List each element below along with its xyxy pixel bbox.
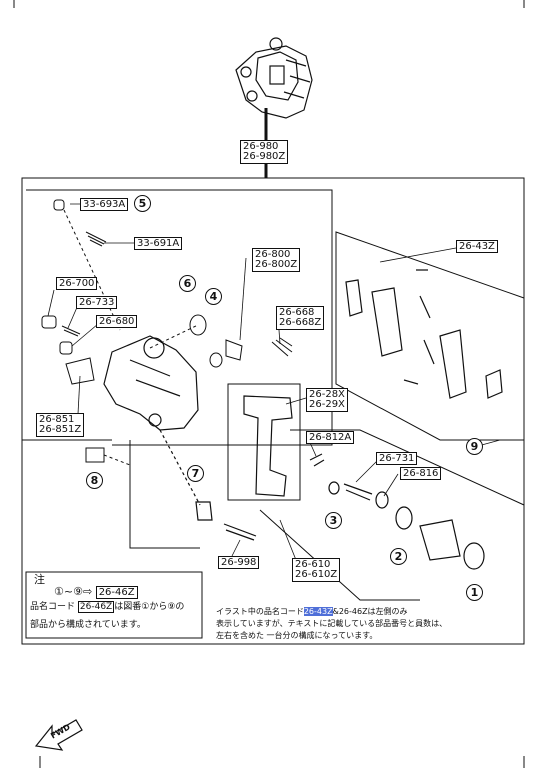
note-line-1: イラスト中の品名コード26-43Z&26-46Zは左側のみ <box>216 606 408 617</box>
bleeder-screw-illustration <box>53 199 121 331</box>
lower-frame <box>129 440 200 549</box>
part-label-26-680: 26-680 <box>96 315 138 328</box>
assembly-label: 26-980 26-980Z <box>240 140 289 164</box>
callout-9: 9 <box>466 438 483 455</box>
note-post: &26-46Zは左側のみ <box>332 607 408 616</box>
piston-frame <box>290 429 525 590</box>
lower-frame-2 <box>259 509 420 601</box>
legend-to-2: ⑨ <box>167 602 176 612</box>
part-label-26-733: 26-733 <box>76 296 118 309</box>
part-code: 26-668 <box>279 307 315 318</box>
guide-pin-parts <box>41 315 131 466</box>
legend-kara: から <box>149 602 168 612</box>
note-pre: イラスト中の品名コード <box>216 607 304 616</box>
part-label-26-700: 26-700 <box>56 277 98 290</box>
part-code: 26-28X <box>309 389 345 400</box>
part-label-26-28x: 26-28X 26-29X <box>306 388 348 412</box>
legend-sep: ~ <box>63 585 74 598</box>
part-code-alt: 26-29X <box>309 399 345 410</box>
part-label-26-43z: 26-43Z <box>456 240 498 253</box>
part-label-33-693a: 33-693A <box>80 198 129 211</box>
note-line-3: 左右を含めた 一台分の構成になっています。 <box>216 631 378 640</box>
callout-2: 2 <box>390 548 407 565</box>
part-label-26-812a: 26-812A <box>306 431 355 444</box>
legend-line-1: ①~⑨⇨ 26-46Z <box>54 585 138 599</box>
callout-4: 4 <box>205 288 222 305</box>
support-frame <box>227 383 301 501</box>
part-code-z: 26-800Z <box>255 259 298 270</box>
part-code: 26-610 <box>295 559 331 570</box>
callout-3: 3 <box>325 512 342 529</box>
callout-5: 5 <box>134 195 151 212</box>
legend-heading: 注 <box>34 573 45 586</box>
callout-1: 1 <box>466 584 483 601</box>
caliper-assembly-illustration <box>235 37 313 119</box>
note-highlight: 26-43Z <box>303 607 333 616</box>
legend-to: ⑨ <box>73 585 83 598</box>
legend-box <box>25 571 203 639</box>
part-code: 26-851 <box>39 414 75 425</box>
note-line-2: 表示していますが、テキストに記載している部品番号と員数は、 <box>216 619 448 628</box>
legend-code: 26-46Z <box>95 586 138 599</box>
callout-8: 8 <box>86 472 103 489</box>
part-code-z: 26-610Z <box>295 569 338 580</box>
part-label-26-731: 26-731 <box>376 452 418 465</box>
brake-pad-illustration <box>345 269 503 399</box>
callout-6: 6 <box>179 275 196 292</box>
piston-parts-illustration <box>195 453 485 570</box>
legend-prefix: 品名コード <box>30 602 76 612</box>
legend-arrow: ⇨ <box>82 585 93 598</box>
part-label-26-800: 26-800 26-800Z <box>252 248 301 272</box>
legend-suffix: の <box>175 602 185 612</box>
part-label-33-691a: 33-691A <box>134 237 183 250</box>
legend-from: ① <box>54 585 64 598</box>
part-code: 26-800 <box>255 249 291 260</box>
part-label-26-610: 26-610 26-610Z <box>292 558 341 582</box>
part-label-26-668: 26-668 26-668Z <box>276 306 325 330</box>
part-label-26-851: 26-851 26-851Z <box>36 413 85 437</box>
part-label-26-998: 26-998 <box>218 556 260 569</box>
caliper-body-illustration <box>103 335 201 506</box>
callout-7: 7 <box>187 465 204 482</box>
part-label-26-816: 26-816 <box>400 467 442 480</box>
support-bracket-illustration <box>243 395 293 497</box>
legend-from-2: ① <box>141 602 150 612</box>
padkit-frame <box>335 231 525 441</box>
fwd-arrow-icon <box>34 719 83 751</box>
assembly-code-z: 26-980Z <box>243 151 286 162</box>
boot-spring-parts <box>149 314 293 368</box>
part-code-z: 26-668Z <box>279 317 322 328</box>
left-subframe <box>26 189 333 446</box>
part-code-z: 26-851Z <box>39 424 82 435</box>
legend-mid: は図番 <box>114 602 142 612</box>
assembly-code: 26-980 <box>243 141 279 152</box>
legend-line-3: 部品から構成されています。 <box>30 620 146 630</box>
legend-code-2: 26-46Z <box>77 601 115 613</box>
